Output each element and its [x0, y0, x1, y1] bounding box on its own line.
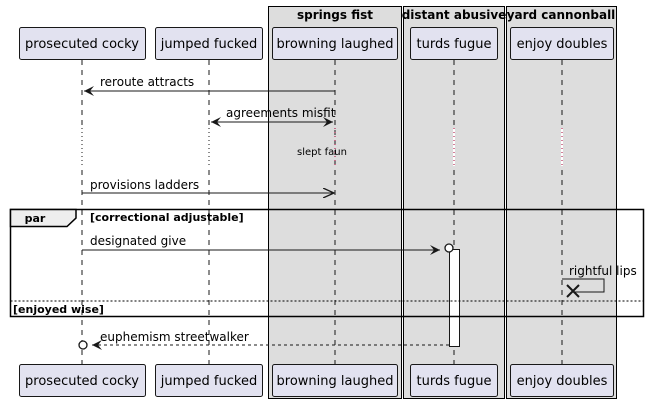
participant-box[interactable] [410, 364, 498, 397]
frame-keyword: par [25, 212, 46, 225]
participant-browning-laughed-bottom[interactable]: browning laughed [272, 364, 398, 397]
participant-enjoy-doubles[interactable]: enjoy doubles [510, 27, 614, 60]
par-frame: par [correctional adjustable] [enjoyed w… [9, 208, 645, 318]
participant-prosecuted-cocky-bottom[interactable]: prosecuted cocky [19, 364, 146, 397]
participant-box[interactable] [155, 364, 263, 397]
participant-box[interactable] [272, 27, 398, 60]
message-agreements-misfit[interactable]: agreements misfit [211, 106, 336, 127]
participant-box[interactable] [19, 364, 146, 397]
frame-else-condition: [enjoyed wise] [13, 303, 104, 316]
message-euphemism-streetwalker[interactable]: euphemism streetwalker [78, 330, 449, 350]
delay-markers [81, 128, 563, 166]
group-title: springs fist [297, 8, 373, 22]
message-label: reroute attracts [100, 75, 194, 89]
participant-label: turds fugue [417, 374, 492, 389]
activation-bar-turds-fugue [449, 249, 460, 347]
message-label: designated give [90, 234, 186, 248]
destroy-icon [566, 284, 580, 298]
circle-endpoint [444, 243, 454, 253]
frame-tab [9, 208, 77, 228]
message-label: euphemism streetwalker [100, 330, 249, 344]
participant-prosecuted-cocky[interactable]: prosecuted cocky [19, 27, 146, 60]
participant-browning-laughed[interactable]: browning laughed [272, 27, 398, 60]
message-designated-give[interactable]: designated give [82, 234, 454, 255]
participant-jumped-fucked-bottom[interactable]: jumped fucked [155, 364, 263, 397]
frame-border [9, 208, 645, 318]
message-label: agreements misfit [226, 106, 336, 120]
note-slept-faun: slept faun [297, 147, 347, 158]
participant-box[interactable] [510, 27, 614, 60]
participant-box[interactable] [410, 27, 498, 60]
participant-turds-fugue[interactable]: turds fugue [410, 27, 498, 60]
participant-label: browning laughed [277, 37, 394, 52]
participant-turds-fugue-bottom[interactable]: turds fugue [410, 364, 498, 397]
participants-top: prosecuted cocky jumped fucked browning … [19, 27, 614, 60]
message-provisions-ladders[interactable]: provisions ladders [82, 178, 334, 193]
participant-label: enjoy doubles [517, 374, 608, 389]
message-label: rightful lips [569, 264, 637, 278]
message-label: provisions ladders [90, 178, 199, 192]
participant-label: jumped fucked [160, 374, 257, 389]
participant-label: jumped fucked [160, 37, 257, 52]
circle-endpoint [78, 340, 88, 350]
participant-enjoy-doubles-bottom[interactable]: enjoy doubles [510, 364, 614, 397]
participant-label: prosecuted cocky [25, 374, 139, 389]
message-reroute-attracts[interactable]: reroute attracts [84, 75, 335, 96]
group-title: yard cannonball [507, 8, 616, 22]
participant-label: prosecuted cocky [25, 37, 139, 52]
participant-label: browning laughed [277, 374, 394, 389]
participant-jumped-fucked[interactable]: jumped fucked [155, 27, 263, 60]
participant-box[interactable] [155, 27, 263, 60]
participants-bottom: prosecuted cocky jumped fucked browning … [19, 364, 614, 397]
message-rightful-lips[interactable]: rightful lips [562, 264, 637, 298]
participant-label: turds fugue [417, 37, 492, 52]
participant-label: enjoy doubles [517, 37, 608, 52]
participant-groups: springs fist distant abusive yard cannon… [268, 6, 617, 399]
message-arrow[interactable] [562, 278, 605, 293]
group-title: distant abusive [402, 8, 507, 22]
participant-box[interactable] [510, 364, 614, 397]
participant-box[interactable] [272, 364, 398, 397]
messages: reroute attracts agreements misfit provi… [78, 75, 637, 350]
frame-condition: [correctional adjustable] [90, 211, 244, 224]
participant-box[interactable] [19, 27, 146, 60]
